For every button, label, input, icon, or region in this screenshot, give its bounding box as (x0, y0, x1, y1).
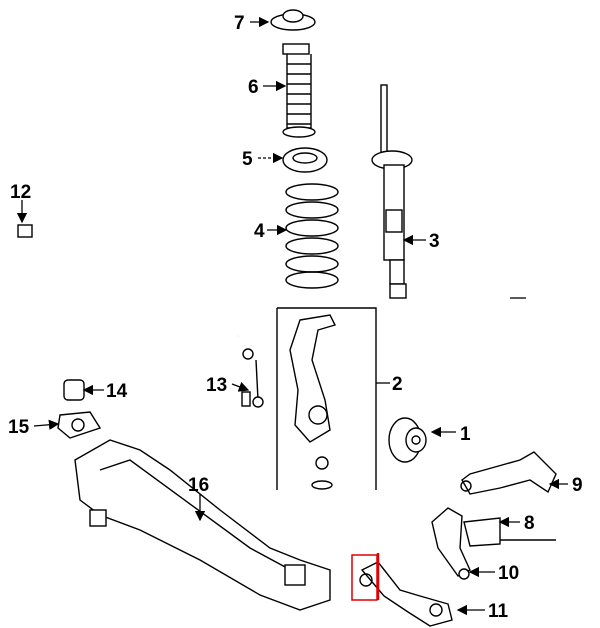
callout-6: 6 (248, 77, 259, 98)
part-strut-mount[interactable] (270, 9, 316, 31)
part-hub-bearing[interactable] (388, 417, 427, 463)
part-strut[interactable] (371, 84, 413, 299)
part-spring-seat[interactable] (282, 147, 328, 173)
leader-lines (16, 16, 568, 616)
part-lower-control-arm[interactable] (431, 507, 556, 577)
callout-8: 8 (524, 513, 535, 534)
part-compression-rod[interactable] (458, 568, 470, 580)
part-upper-control-arm[interactable] (460, 451, 557, 495)
callout-1: 1 (460, 424, 471, 445)
callout-13: 13 (206, 375, 227, 396)
part-stabilizer-bar[interactable] (7, 212, 241, 372)
part-dust-boot[interactable] (282, 43, 316, 138)
callout-10: 10 (498, 563, 519, 584)
part-bushing-bracket[interactable] (57, 411, 102, 439)
callout-16: 16 (188, 475, 209, 496)
callout-9: 9 (572, 475, 583, 496)
part-lower-link[interactable] (359, 561, 453, 627)
callout-3: 3 (429, 231, 440, 252)
callout-7: 7 (234, 13, 245, 34)
callout-11: 11 (488, 601, 509, 622)
callout-2: 2 (392, 374, 403, 395)
part-knuckle[interactable] (276, 307, 377, 490)
part-stabilizer-link[interactable] (241, 348, 264, 408)
part-crossmember[interactable] (74, 439, 331, 611)
callout-5: 5 (242, 149, 253, 170)
callout-4: 4 (254, 221, 265, 242)
callout-14: 14 (106, 381, 128, 402)
part-stabilizer-bushing[interactable] (63, 379, 85, 401)
part-coil-spring[interactable] (285, 183, 339, 289)
callout-12: 12 (10, 182, 31, 203)
callout-15: 15 (8, 417, 30, 438)
